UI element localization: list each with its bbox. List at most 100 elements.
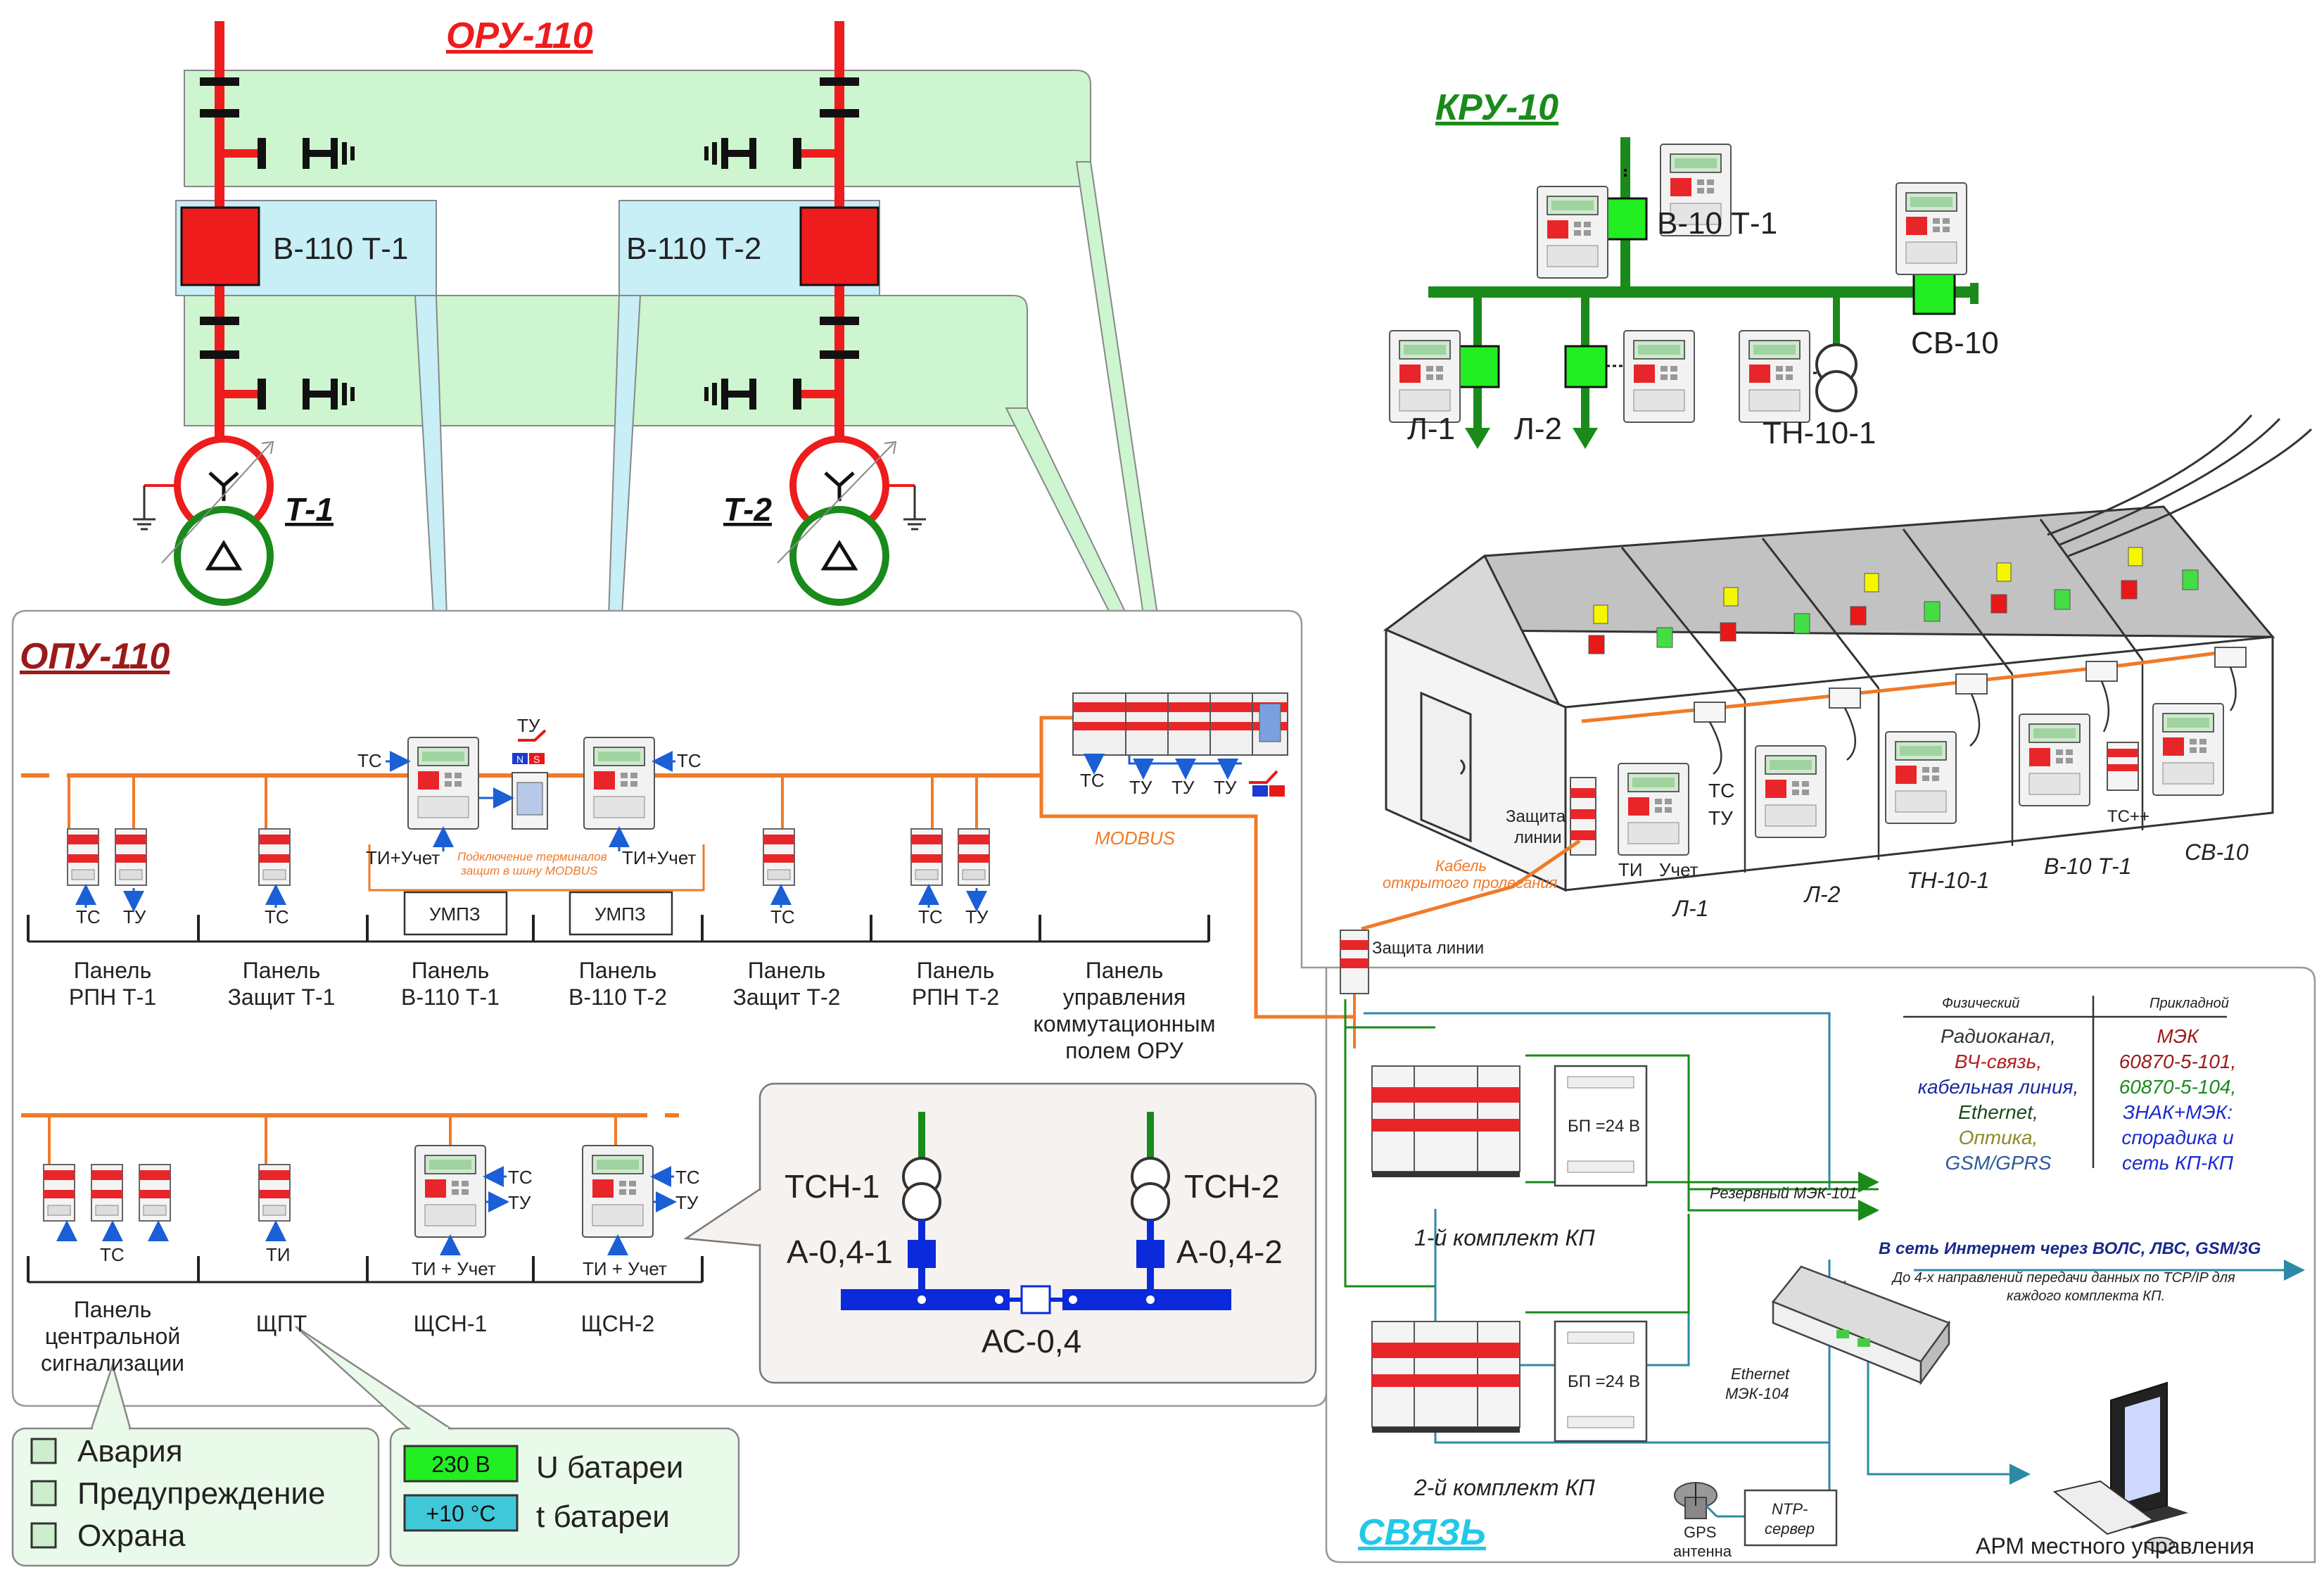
shsn1-tu: ТУ xyxy=(508,1192,531,1213)
bld-tu: ТУ xyxy=(1708,807,1733,829)
tsn1-label: ТСН-1 xyxy=(785,1168,880,1205)
rpn2-tu: ТУ xyxy=(965,906,989,927)
shsn2-tiuchet: ТИ + Учет xyxy=(583,1258,667,1279)
modbus-label: MODBUS xyxy=(1095,828,1176,849)
opu-rpn1-mod-b xyxy=(115,828,147,886)
oru-line-1 xyxy=(180,21,355,464)
kru-tn-label: ТН-10-1 xyxy=(1763,416,1876,450)
bld-tc: ТС xyxy=(1708,780,1734,801)
building-terminal-l1 xyxy=(1618,763,1689,856)
tsn2-label: ТСН-2 xyxy=(1184,1168,1279,1205)
rpn1-tu: ТУ xyxy=(123,906,146,927)
ns-s: S xyxy=(533,754,540,765)
panel-shsn2: ЩСН-2 xyxy=(581,1311,655,1336)
cs-tc: ТС xyxy=(100,1244,125,1265)
kit2-label: 2-й комплект КП xyxy=(1414,1475,1595,1500)
applied-3: 60870-5-104, xyxy=(2119,1076,2237,1098)
opu-upper-rail xyxy=(27,915,1210,943)
comm-table xyxy=(1903,996,2227,1168)
cs-mod-c xyxy=(139,1164,171,1222)
cs-mod-a xyxy=(43,1164,75,1222)
umpz-box-2 xyxy=(569,891,673,936)
kru-terminal-sv10 xyxy=(1896,182,1967,275)
ntp-label-2: сервер xyxy=(1765,1520,1815,1538)
eth-label-2: МЭК-104 xyxy=(1725,1385,1789,1402)
legend-security-text: Охрана xyxy=(77,1519,186,1553)
opu-lower-arrows xyxy=(56,1166,677,1255)
physical-header: Физический xyxy=(1942,996,2019,1011)
ntp-label-1: NTP- xyxy=(1772,1500,1808,1518)
bld-tcpp: ТС++ xyxy=(2107,807,2150,826)
comm-protection-label: Защита линии xyxy=(1372,939,1484,958)
battery-voltage-display xyxy=(403,1445,519,1483)
panel-oru-l1: Панель xyxy=(1086,958,1164,983)
breaker-1-label: В-110 Т-1 xyxy=(273,232,408,266)
shsn2-tu: ТУ xyxy=(675,1192,699,1213)
gps-label-1: GPS xyxy=(1684,1523,1716,1541)
kit1-psu-label: БП =24 В xyxy=(1568,1117,1640,1136)
cell-sv10: СВ-10 xyxy=(2185,839,2249,865)
rack-tu-3: ТУ xyxy=(1214,777,1237,798)
zashit2-tc: ТС xyxy=(770,906,795,927)
tu-module-label: ТУ xyxy=(517,715,540,736)
kru-building xyxy=(1383,414,2313,892)
shpt-mod xyxy=(258,1164,291,1222)
panel-cs-l1: Панель xyxy=(74,1297,152,1322)
panel-oru-l2: управления xyxy=(1063,984,1186,1010)
panel-v110-1-l2: В-110 Т-1 xyxy=(401,984,500,1010)
kru-terminal-l2 xyxy=(1623,330,1695,423)
t2-label: Т-2 xyxy=(723,491,772,528)
panel-rpn1-l1: Панель xyxy=(74,958,152,983)
building-terminal-l2 xyxy=(1755,745,1827,838)
opu-heading: ОПУ-110 xyxy=(20,636,170,677)
battery-temp-value: +10 °С xyxy=(426,1501,495,1526)
bld-uchet: Учет xyxy=(1659,859,1698,880)
shsn1-tc: ТС xyxy=(508,1167,533,1188)
kru-heading: КРУ-10 xyxy=(1435,87,1558,128)
legend-warning-text: Предупреждение xyxy=(77,1476,325,1511)
umpz-box-1 xyxy=(403,891,508,936)
applied-6: сеть КП-КП xyxy=(2122,1152,2234,1174)
reserve-label: Резервный МЭК-101 xyxy=(1710,1184,1858,1202)
ac-diagram xyxy=(841,1112,1231,1314)
t1-label: Т-1 xyxy=(285,491,334,528)
physical-5: Оптика, xyxy=(1959,1127,2038,1148)
cell-l2: Л-2 xyxy=(1803,882,1841,907)
cable-label-2: открытого пролегания xyxy=(1383,874,1558,892)
panel-shpt: ЩПТ xyxy=(256,1311,307,1336)
battery-temp-display xyxy=(403,1494,519,1532)
internet-label: В сеть Интернет через ВОЛС, ЛВС, GSM/3G xyxy=(1879,1239,2261,1258)
opu-zashit1-mod xyxy=(258,828,291,886)
kru-l2-label: Л-2 xyxy=(1514,412,1562,446)
opu-terminal-v110-1 xyxy=(407,737,479,830)
building-terminal-sv10 xyxy=(2152,703,2224,796)
kru-sv10-label: СВ-10 xyxy=(1911,326,1999,360)
kit2-psu-label: БП =24 В xyxy=(1568,1372,1640,1391)
transformer-t2 xyxy=(777,436,927,606)
physical-4: Ethernet, xyxy=(1958,1101,2038,1123)
panel-rpn1-l2: РПН Т-1 xyxy=(69,984,156,1010)
arm-workstation-icon xyxy=(2052,1381,2188,1552)
physical-6: GSM/GPRS xyxy=(1945,1152,2052,1174)
opu-terminal-v110-2 xyxy=(583,737,655,830)
panel-zashit1-l2: Защит Т-1 xyxy=(228,984,336,1010)
opu-rpn2-mod-a xyxy=(910,828,943,886)
physical-2: ВЧ-связь, xyxy=(1955,1051,2042,1072)
oru-heading: ОРУ-110 xyxy=(446,15,593,56)
a1-label: А-0,4-1 xyxy=(787,1234,893,1270)
opu-upper-arrows xyxy=(75,751,987,912)
panel-v110-1-l1: Панель xyxy=(412,958,490,983)
opu-lower-rail xyxy=(27,1256,704,1283)
kit1-label: 1-й комплект КП xyxy=(1414,1225,1595,1250)
umpz-label-2: УМПЗ xyxy=(595,904,646,925)
ntp-server-box xyxy=(1744,1489,1838,1547)
v110-2-tc: ТС xyxy=(677,750,701,771)
panel-rpn2-l1: Панель xyxy=(917,958,995,983)
panel-zashit2-l2: Защит Т-2 xyxy=(733,984,841,1010)
battery-voltage-label: U батареи xyxy=(536,1450,683,1485)
applied-1: МЭК xyxy=(2157,1025,2199,1047)
applied-5: спорадика и xyxy=(2121,1127,2234,1148)
kru-l1-label: Л-1 xyxy=(1407,412,1455,446)
panel-cs-l2: центральной xyxy=(45,1324,180,1349)
shsn2-terminal xyxy=(582,1145,654,1238)
